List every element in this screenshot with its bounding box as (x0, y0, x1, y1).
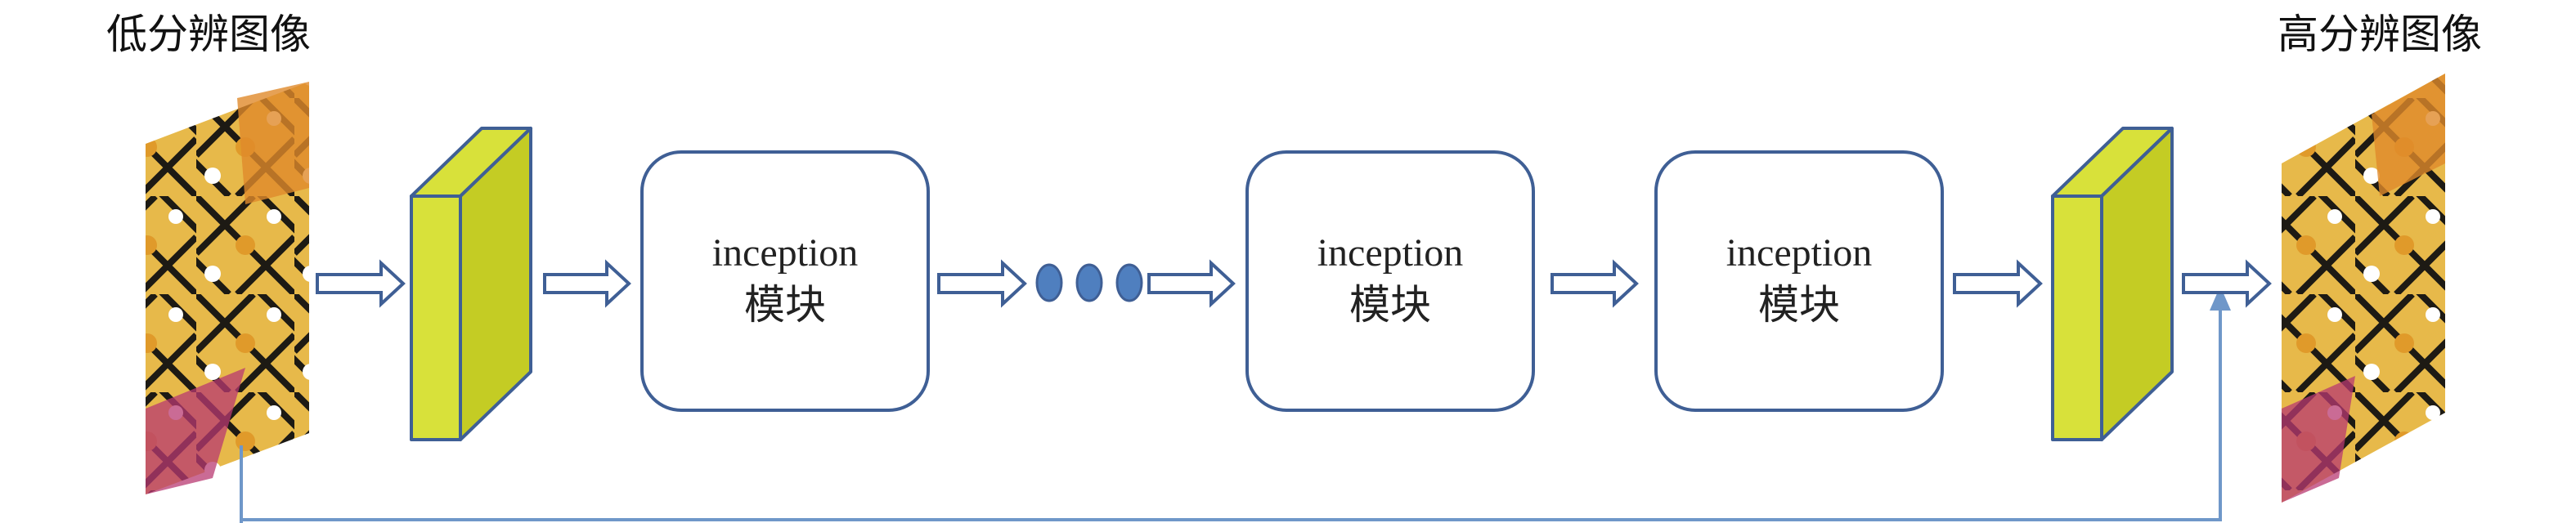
arrows (316, 259, 2272, 308)
input-label-low-resolution: 低分辨图像 (106, 11, 311, 58)
module-subtitle: 模块 (1758, 282, 1840, 328)
module-title: inception (712, 231, 859, 275)
arrow-icon (937, 259, 1027, 308)
arrow-icon (1147, 259, 1236, 308)
module-subtitle: 模块 (1349, 282, 1431, 328)
input-image-butterfly (146, 82, 309, 494)
module-subtitle: 模块 (744, 282, 826, 328)
ellipsis-dots-icon (1035, 263, 1143, 302)
conv-block-input (410, 127, 532, 441)
inception-module: inception 模块 (1245, 150, 1535, 412)
arrow-icon (543, 259, 631, 308)
output-image-butterfly (2282, 74, 2445, 503)
arrow-icon (2182, 259, 2272, 308)
inception-module: inception 模块 (1654, 150, 1944, 412)
arrow-icon (1551, 259, 1639, 308)
module-title: inception (1317, 231, 1464, 275)
skip-arrow-head-icon (2210, 286, 2231, 311)
inception-module: inception 模块 (640, 150, 930, 412)
output-label-high-resolution: 高分辨图像 (2278, 11, 2482, 58)
conv-block-output (2051, 127, 2174, 441)
module-title: inception (1726, 231, 1873, 275)
arrow-icon (316, 259, 406, 308)
arrow-icon (1953, 259, 2043, 308)
skip-connection-line (240, 288, 2222, 523)
